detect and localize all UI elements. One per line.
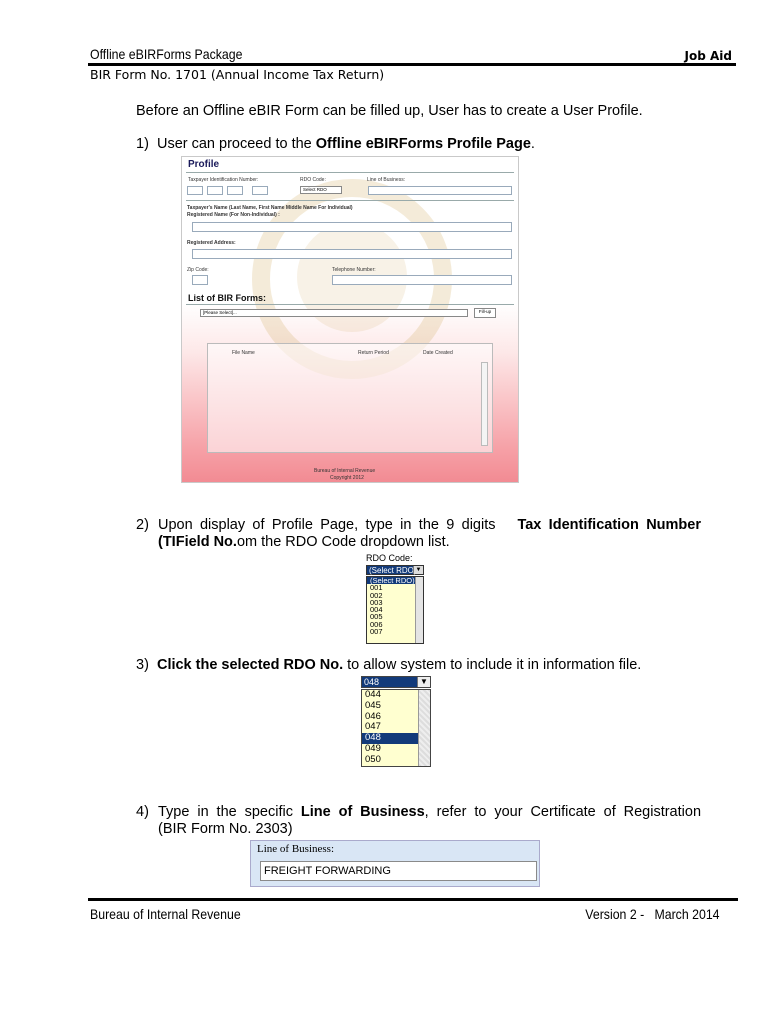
footer-divider xyxy=(88,898,738,901)
rdo-select-mini[interactable]: Select RDO xyxy=(300,186,342,194)
fillup-button[interactable]: Fill-up xyxy=(474,308,496,318)
scrollbar[interactable] xyxy=(415,577,423,643)
step-2: 2) Upon display of Profile Page, type in… xyxy=(136,517,702,550)
step-3: 3) Click the selected RDO No. to allow s… xyxy=(136,657,642,673)
rdo-dropdown-open[interactable]: RDO Code: (Select RDO) ▼ (Select RDO) 00… xyxy=(365,553,425,645)
list-item[interactable]: 005 xyxy=(370,612,383,622)
zip-field[interactable] xyxy=(192,275,208,285)
footer-org: Bureau of Internal Revenue xyxy=(90,906,241,922)
list-item[interactable]: 007 xyxy=(370,627,383,637)
chevron-down-icon[interactable]: ▼ xyxy=(413,566,423,574)
list-item[interactable]: 048 xyxy=(362,732,430,744)
chevron-down-icon[interactable]: ▼ xyxy=(417,677,430,687)
step-number: 4) xyxy=(136,804,149,820)
address-field[interactable] xyxy=(192,249,512,259)
line-of-business-panel: Line of Business: FREIGHT FORWARDING xyxy=(250,840,540,887)
header-package-title: Offline eBIRForms Package xyxy=(90,46,243,62)
rdo-select[interactable]: 048 ▼ xyxy=(361,676,431,688)
forms-grid: File Name Return Period Date Created xyxy=(207,343,493,453)
list-item[interactable]: 045 xyxy=(365,699,381,711)
header-job-aid: Job Aid xyxy=(684,49,732,63)
profile-page-screenshot: Profile Taxpayer Identification Number: … xyxy=(181,156,519,483)
line-of-business-label: Line of Business: xyxy=(257,843,334,855)
list-item[interactable]: 002 xyxy=(370,590,383,600)
tin-field-2[interactable] xyxy=(207,186,223,195)
grid-scrollbar[interactable] xyxy=(481,362,488,446)
forms-select[interactable]: [Please Select]... xyxy=(200,309,468,317)
tin-field-1[interactable] xyxy=(187,186,203,195)
rdo-options-list[interactable]: (Select RDO) 001 002 003 004 005 006 007 xyxy=(366,576,424,644)
footer-version: Version 2 - March 2014 xyxy=(585,906,720,922)
rdo-options-list[interactable]: 044 045 046 047 048 049 050 xyxy=(361,689,431,767)
line-of-business-input[interactable]: FREIGHT FORWARDING xyxy=(260,861,537,881)
rdo-code-label: RDO Code: xyxy=(366,553,413,563)
list-item[interactable]: 044 xyxy=(365,689,381,700)
lob-field-mini[interactable] xyxy=(368,186,512,195)
name-field[interactable] xyxy=(192,222,512,232)
rdo-dropdown-selected[interactable]: 048 ▼ 044 045 046 047 048 049 050 xyxy=(361,676,431,768)
tin-field-3[interactable] xyxy=(227,186,243,195)
intro-text: Before an Offline eBIR Form can be fille… xyxy=(136,103,643,119)
list-item[interactable]: 001 xyxy=(370,583,383,593)
list-item[interactable]: 003 xyxy=(370,597,383,607)
list-item[interactable]: 006 xyxy=(370,619,383,629)
header-divider xyxy=(88,63,736,66)
step-1: 1) User can proceed to the Offline eBIRF… xyxy=(136,136,535,152)
header-subtitle: BIR Form No. 1701 (Annual Income Tax Ret… xyxy=(90,67,385,82)
list-item[interactable]: 004 xyxy=(370,605,383,615)
tin-field-4[interactable] xyxy=(252,186,268,195)
list-item[interactable]: 047 xyxy=(365,721,381,733)
list-item[interactable]: 049 xyxy=(365,742,381,754)
step-number: 3) xyxy=(136,657,149,673)
forms-list-title: List of BIR Forms: xyxy=(188,293,266,303)
phone-field[interactable] xyxy=(332,275,512,285)
profile-title: Profile xyxy=(188,159,220,170)
step-4: 4) Type in the specific Line of Business… xyxy=(136,804,702,837)
step-number: 2) xyxy=(136,517,149,533)
step-number: 1) xyxy=(136,136,149,152)
list-item[interactable]: 046 xyxy=(365,710,381,722)
scrollbar[interactable] xyxy=(418,690,430,766)
rdo-select[interactable]: (Select RDO) ▼ xyxy=(366,565,424,575)
list-item[interactable]: (Select RDO) xyxy=(367,577,423,584)
list-item[interactable]: 050 xyxy=(365,753,381,765)
